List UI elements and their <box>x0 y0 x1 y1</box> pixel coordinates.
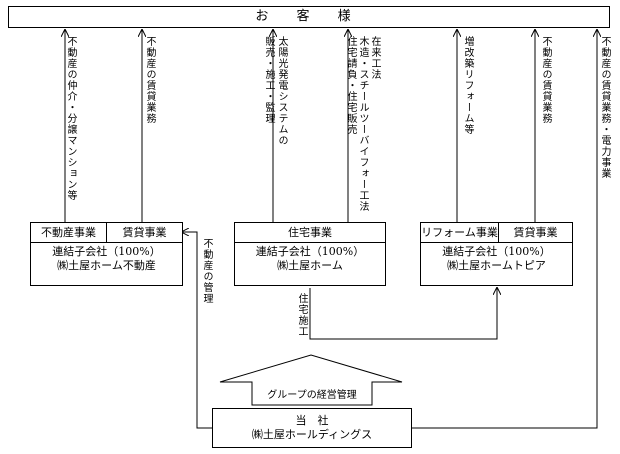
label-solar-2: 販売・施工・監理 <box>263 36 274 124</box>
segment-reform: リフォーム事業 <box>421 223 499 242</box>
segment-rental: 賃貸事業 <box>122 226 167 239</box>
company-box-real-estate: 不動産事業 賃貸事業 連結子会社（100%） ㈱土屋ホーム不動産 <box>30 222 183 286</box>
label-property-management: 不動産の管理 <box>201 238 212 304</box>
customer-box: お 客 様 <box>8 6 610 28</box>
arrow-parent-customer <box>412 30 597 429</box>
company-status: 連結子会社（100%） <box>52 245 161 258</box>
parent-name: ㈱土屋ホールディングス <box>251 428 373 441</box>
label-real-estate-brokerage: 不動産の仲介・分譲マンション等 <box>65 36 76 201</box>
parent-company-box: 当 社 ㈱土屋ホールディングス <box>212 408 412 448</box>
label-house-construction: 住宅施工 <box>296 293 307 337</box>
parent-label: 当 社 <box>295 414 329 427</box>
company-name: ㈱土屋ホームトピア <box>447 259 546 272</box>
company-status: 連結子会社（100%） <box>255 245 365 258</box>
company-box-home: 住宅事業 連結子会社（100%） ㈱土屋ホーム <box>234 222 386 286</box>
company-name: ㈱土屋ホーム <box>277 259 343 272</box>
company-status: 連結子会社（100%） <box>442 245 551 258</box>
company-name: ㈱土屋ホーム不動産 <box>57 259 156 272</box>
label-reform: 増改築リフォーム等 <box>462 36 473 135</box>
company-box-topia: リフォーム事業 賃貸事業 連結子会社（100%） ㈱土屋ホームトピア <box>420 222 573 286</box>
label-left-rental: 不動産の賃貸業務 <box>144 36 155 124</box>
segment-real-estate: 不動産事業 <box>31 223 107 242</box>
segment-rental: 賃貸事業 <box>513 226 558 239</box>
label-housing-2: 木造・スチールツーバイフォー工法 <box>357 36 368 212</box>
group-management-label: グループの経営管理 <box>267 390 357 401</box>
label-right-rental: 不動産の賃貸業務 <box>540 36 551 124</box>
label-rental-power: 不動産の賃貸業務・電力事業 <box>599 36 610 179</box>
arrow-center-right <box>309 288 497 340</box>
label-solar-1: 太陽光発電システムの <box>276 36 287 146</box>
arrow-parent-left <box>182 232 212 429</box>
group-management-arrow <box>219 354 403 406</box>
label-housing-3: 住宅請負・住宅販売 <box>345 36 356 135</box>
label-housing-1: 在来工法 <box>369 36 380 80</box>
segment-housing: 住宅事業 <box>288 226 332 239</box>
